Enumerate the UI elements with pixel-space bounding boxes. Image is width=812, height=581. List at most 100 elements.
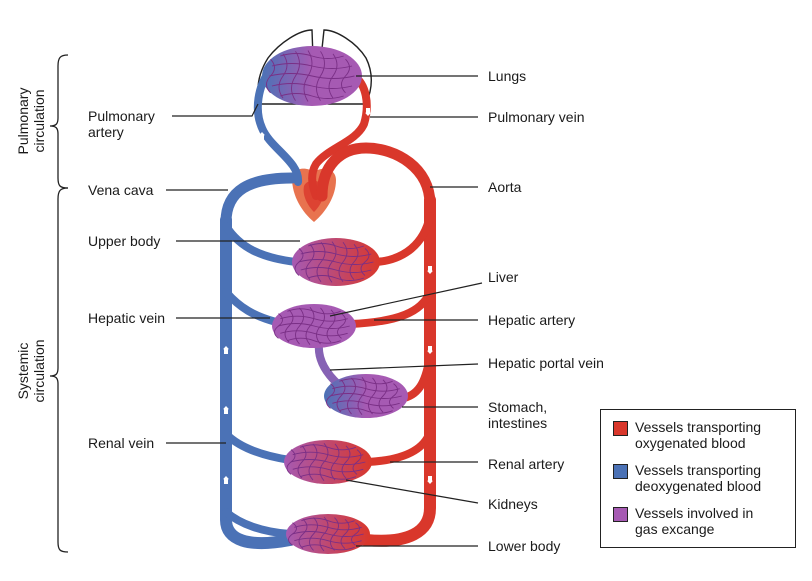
legend-swatch-gas-exchange <box>613 507 628 522</box>
systemic-brace <box>49 187 69 553</box>
hepatic-artery-vessel <box>346 288 434 328</box>
capillary-strand <box>298 259 374 265</box>
capillary-beds <box>262 46 408 554</box>
capillary-strand <box>316 307 325 345</box>
legend-label-gas-exchange: Vessels involved in gas excange <box>635 505 754 537</box>
capillary-strand <box>278 323 350 329</box>
venous-system <box>220 66 302 549</box>
capillary-strand <box>280 315 348 322</box>
capillary-strand <box>332 385 400 392</box>
pulmonary-circulation-label: Pulmonary circulation <box>15 87 47 155</box>
flow-arrow <box>427 266 433 274</box>
capillary-strand <box>319 443 329 481</box>
renal-artery-vessel <box>364 428 434 466</box>
flow-arrow <box>223 346 229 354</box>
label-lower-body: Lower body <box>488 538 561 554</box>
flow-arrow <box>365 108 371 116</box>
hepatic-vein-vessel <box>222 288 280 326</box>
capillary-strand <box>357 377 367 415</box>
capillary-strand <box>307 243 365 249</box>
capillary-strand <box>280 93 344 99</box>
legend: Vessels transporting oxygenated blood Ve… <box>600 409 796 548</box>
vena-cava-vessel <box>220 172 298 228</box>
capillary-strand <box>336 379 346 413</box>
capillary-strand <box>341 445 351 479</box>
capillary-strand <box>271 63 353 69</box>
capillary-strand <box>298 518 308 550</box>
legend-swatch-deoxygenated <box>613 464 628 479</box>
capillary-strand <box>339 407 393 414</box>
label-pulmonary-artery: Pulmonary artery <box>88 108 155 140</box>
legend-item-gas-exchange: Vessels involved in gas excange <box>613 505 753 537</box>
leader-kidneys <box>345 479 479 504</box>
flow-arrows <box>223 108 433 484</box>
legend-label-deoxygenated: Vessels transporting deoxygenated blood <box>635 462 762 494</box>
capillary-strand <box>280 330 348 337</box>
label-liver: Liver <box>488 269 519 285</box>
label-aorta: Aorta <box>488 179 522 195</box>
capillary-strand <box>389 383 398 409</box>
capillary-strand <box>299 473 357 480</box>
capillary-strand <box>280 53 344 59</box>
capillary-strand <box>278 53 288 99</box>
legend-item-deoxygenated: Vessels transporting deoxygenated blood <box>613 462 761 494</box>
capillary-strand <box>378 379 388 413</box>
label-pulmonary-vein: Pulmonary vein <box>488 109 585 125</box>
side-braces <box>49 54 69 553</box>
capillary-strand <box>299 444 357 451</box>
main-vein-vessel <box>220 214 296 549</box>
label-stomach-intestines: Stomach, intestines <box>488 399 548 431</box>
capillary-strand <box>309 517 318 551</box>
aortic-arch-vessel <box>316 142 436 210</box>
label-hepatic-vein: Hepatic vein <box>88 310 166 326</box>
capillary-strand <box>339 378 393 385</box>
capillary-mesh <box>266 50 402 552</box>
capillary-strand <box>294 537 362 544</box>
legend-swatch-oxygenated <box>613 421 628 436</box>
capillary-strand <box>340 518 350 550</box>
capillary-strand <box>368 377 377 415</box>
capillary-strand <box>307 275 365 281</box>
pulmonary-artery-vessel <box>253 66 302 186</box>
capillary-strand <box>287 308 341 315</box>
upper-body-vein <box>222 222 300 266</box>
pulmonary-vein-vessel <box>308 72 371 200</box>
capillary-strand <box>297 445 307 479</box>
capillary-strand <box>330 443 340 481</box>
capillary-strand <box>292 466 364 473</box>
capillary-strand <box>332 400 400 407</box>
capillary-strand <box>352 449 362 475</box>
capillary-strand <box>301 544 355 551</box>
pulmonary-brace <box>49 54 69 189</box>
flow-arrow <box>427 476 433 484</box>
capillary-strand <box>337 313 346 339</box>
label-hepatic-artery: Hepatic artery <box>488 312 576 328</box>
capillary-strand <box>269 73 355 79</box>
capillary-strand <box>301 517 355 524</box>
capillary-strand <box>300 267 372 273</box>
legend-label-oxygenated: Vessels transporting oxygenated blood <box>635 419 762 451</box>
systemic-circulation-label: Systemic circulation <box>15 339 47 403</box>
flow-arrow <box>427 346 433 354</box>
capillary-strand <box>294 524 362 531</box>
capillary-strand <box>292 531 364 537</box>
leader-lines <box>166 75 483 547</box>
main-artery-vessel <box>360 194 436 547</box>
capillary-strand <box>330 517 339 551</box>
flow-arrow <box>259 132 265 140</box>
legend-item-oxygenated: Vessels transporting oxygenated blood <box>613 419 761 451</box>
flow-arrow <box>223 406 229 414</box>
capillary-strand <box>284 309 294 343</box>
capillary-strand <box>330 393 402 399</box>
flow-arrow <box>223 476 229 484</box>
leader-liver <box>329 282 483 317</box>
label-renal-vein: Renal vein <box>88 435 155 451</box>
capillary-strand <box>287 337 341 344</box>
label-vena-cava: Vena cava <box>88 182 154 198</box>
lower-body-vein <box>222 508 294 538</box>
renal-vein-vessel <box>222 430 294 464</box>
capillary-strand <box>300 251 372 257</box>
upper-body-artery <box>372 212 434 266</box>
leader-pulmonary-artery <box>172 103 259 117</box>
